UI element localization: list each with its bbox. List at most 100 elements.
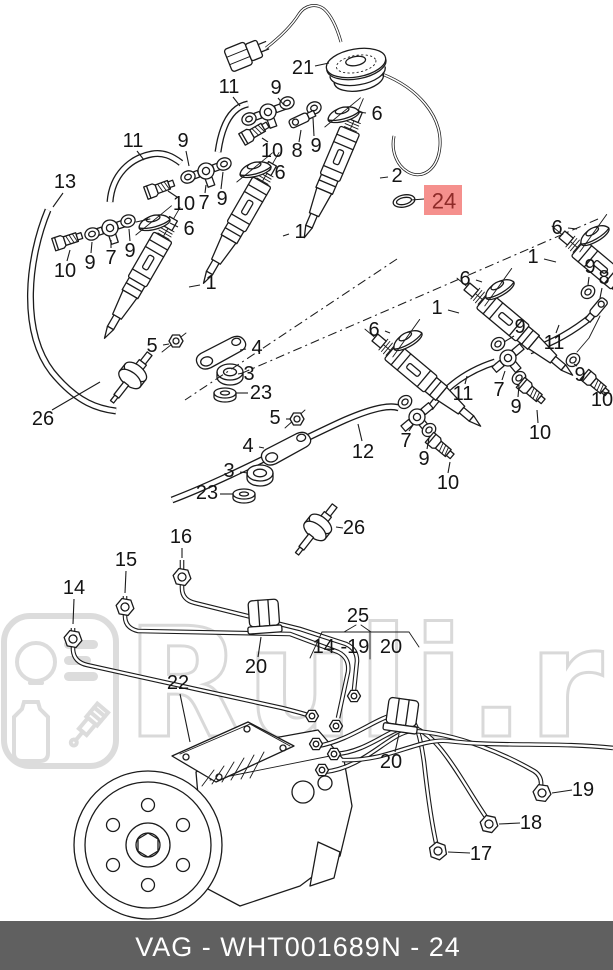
leader-line — [447, 851, 471, 854]
part-label-2[interactable]: 2 — [391, 165, 402, 187]
part-label-20[interactable]: 20 — [380, 751, 402, 773]
part-label-9[interactable]: 9 — [584, 256, 595, 278]
part-label-4[interactable]: 4 — [242, 435, 253, 457]
connector-plug — [223, 39, 270, 72]
part-label-10[interactable]: 10 — [437, 472, 459, 494]
part-label-7[interactable]: 7 — [198, 192, 209, 214]
part-label-8[interactable]: 8 — [291, 140, 302, 162]
leader-line — [555, 324, 560, 334]
part-label-10[interactable]: 10 — [529, 422, 551, 444]
part-label-11[interactable]: 11 — [123, 130, 144, 152]
part-label-4[interactable]: 4 — [251, 337, 262, 359]
part-label-1[interactable]: 1 — [294, 221, 305, 243]
o-ring-24 — [391, 192, 417, 210]
part-label-7[interactable]: 7 — [400, 430, 411, 452]
part-label-26[interactable]: 26 — [343, 517, 365, 539]
part-label-6[interactable]: 6 — [371, 103, 382, 125]
part-label-26[interactable]: 26 — [32, 408, 54, 430]
leader-line — [237, 372, 244, 375]
part-label-15[interactable]: 15 — [115, 549, 137, 571]
wiring-harness — [223, 4, 442, 177]
part-label-11[interactable]: 11 — [453, 383, 474, 405]
part-label-8[interactable]: 8 — [598, 267, 609, 289]
highlight-box[interactable] — [424, 185, 462, 215]
hold-down-clamp-set-a — [161, 332, 250, 403]
part-label-6[interactable]: 6 — [459, 268, 470, 290]
leader-line — [543, 258, 557, 263]
leader-line — [52, 192, 64, 208]
part-label-6[interactable]: 6 — [274, 162, 285, 184]
leader-line — [136, 150, 145, 161]
leader-line — [447, 461, 451, 474]
part-label-3[interactable]: 3 — [243, 363, 254, 385]
part-label-10[interactable]: 10 — [54, 260, 76, 282]
part-label-6[interactable]: 6 — [551, 217, 562, 239]
part-label-19[interactable]: 19 — [572, 779, 594, 801]
leader-line — [600, 390, 607, 394]
line-nut-18 — [477, 813, 501, 835]
part-label-6[interactable]: 6 — [368, 319, 379, 341]
part-label-9[interactable]: 9 — [270, 77, 281, 99]
leader-line — [475, 279, 483, 283]
part-label-1[interactable]: 1 — [431, 297, 442, 319]
part-label-9[interactable]: 9 — [510, 396, 521, 418]
part-label-21[interactable]: 21 — [292, 57, 314, 79]
part-label-9[interactable]: 9 — [124, 240, 135, 262]
part-label-1[interactable]: 1 — [527, 246, 538, 268]
line-clamp-20 — [245, 598, 283, 635]
part-label-9[interactable]: 9 — [514, 316, 525, 338]
part-label-3[interactable]: 3 — [223, 460, 234, 482]
leader-line — [282, 233, 290, 237]
part-label-7[interactable]: 7 — [493, 379, 504, 401]
part-label-11[interactable]: 11 — [219, 76, 240, 98]
part-label-16[interactable]: 16 — [170, 526, 192, 548]
leader-line — [220, 171, 224, 190]
part-label-18[interactable]: 18 — [520, 812, 542, 834]
part-label-12[interactable]: 12 — [352, 441, 374, 463]
leader-line — [162, 343, 170, 346]
leader-line — [232, 96, 241, 107]
leader-line — [379, 176, 389, 179]
kit-range-left[interactable]: 14 -19 — [313, 636, 370, 658]
leader-line — [66, 249, 71, 262]
part-label-6[interactable]: 6 — [183, 218, 194, 240]
leader-line — [261, 137, 269, 143]
part-label-1[interactable]: 1 — [205, 272, 216, 294]
part-label-7[interactable]: 7 — [105, 247, 116, 269]
part-label-23[interactable]: 23 — [250, 382, 272, 404]
footer-background — [0, 921, 613, 970]
watermark-spark-plug-icon — [68, 700, 111, 748]
leader-line — [573, 363, 578, 367]
pump-pulley — [73, 770, 223, 920]
pump-control-unit — [171, 721, 295, 783]
leader-line — [239, 348, 247, 351]
watermark-bulb-icon — [15, 641, 57, 683]
part-label-10[interactable]: 10 — [591, 389, 613, 411]
part-label-9[interactable]: 9 — [216, 188, 227, 210]
part-label-20[interactable]: 20 — [245, 656, 267, 678]
part-label-13[interactable]: 13 — [54, 171, 76, 193]
part-label-9[interactable]: 9 — [84, 252, 95, 274]
footer-page-ref: N - 24 — [381, 932, 461, 962]
part-label-9[interactable]: 9 — [574, 364, 585, 386]
part-label-9[interactable]: 9 — [177, 130, 188, 152]
part-label-14[interactable]: 14 — [63, 577, 85, 599]
part-label-10[interactable]: 10 — [173, 193, 195, 215]
highlight-callout: 24 — [410, 185, 462, 215]
part-label-5[interactable]: 5 — [269, 407, 280, 429]
leader-line — [517, 384, 520, 398]
part-label-10[interactable]: 10 — [261, 140, 283, 162]
part-label-9[interactable]: 9 — [310, 135, 321, 157]
injection-pump — [73, 721, 353, 920]
part-label-9[interactable]: 9 — [418, 448, 429, 470]
kit-range-right[interactable]: 20 — [380, 636, 402, 658]
kit-label[interactable]: 25 — [347, 605, 369, 627]
part-label-22[interactable]: 22 — [167, 672, 189, 694]
line-nut-16 — [171, 567, 193, 587]
part-label-17[interactable]: 17 — [470, 843, 492, 865]
part-label-5[interactable]: 5 — [146, 335, 157, 357]
part-label-23[interactable]: 23 — [196, 482, 218, 504]
part-label-11[interactable]: 11 — [544, 332, 565, 354]
watermark-logo-frame — [1, 613, 119, 769]
